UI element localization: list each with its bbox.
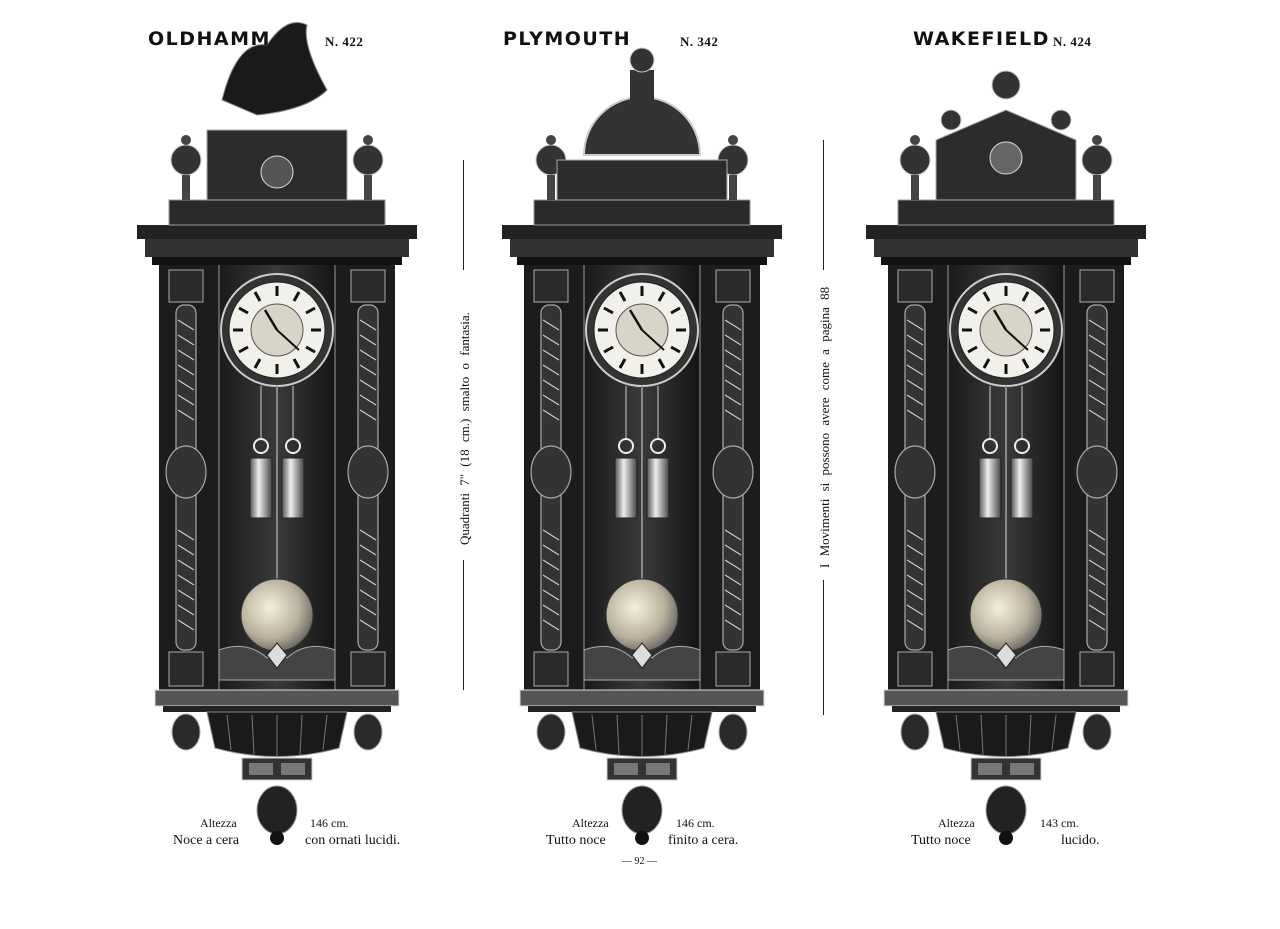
clock-oldhamm (135, 22, 419, 847)
finish-text: Tutto noce (546, 833, 606, 848)
height-value: 143 cm. (1040, 816, 1079, 830)
finish-text: lucido. (1061, 833, 1100, 848)
clock-number: N. 422 (325, 34, 364, 49)
divider (823, 140, 824, 270)
divider (463, 560, 464, 690)
divider (463, 160, 464, 270)
finish-text: finito a cera. (668, 833, 739, 848)
clock-title: OLDHAMM (148, 28, 271, 50)
height-value: 146 cm. (310, 816, 349, 830)
clock-title: WAKEFIELD (913, 28, 1050, 50)
finish-text: con ornati lucidi. (305, 833, 401, 848)
finish-text: Tutto noce (911, 833, 971, 848)
clock-title: PLYMOUTH (503, 28, 632, 50)
side-note-dials: Quadranti 7" (18 cm.) smalto o fantasia. (457, 312, 472, 545)
height-label: Altezza (938, 816, 975, 830)
page-number: — 92 — (622, 856, 657, 867)
clock-number: N. 342 (680, 34, 719, 49)
clock-plymouth (500, 47, 784, 847)
height-label: Altezza (200, 816, 237, 830)
finish-text: Noce a cera (173, 833, 240, 848)
clock-number: N. 424 (1053, 34, 1092, 49)
clock-wakefield (864, 70, 1148, 847)
side-note-movements: I Movimenti si possono avere come a pagi… (817, 286, 832, 568)
height-label: Altezza (572, 816, 609, 830)
divider (823, 580, 824, 715)
height-value: 146 cm. (676, 816, 715, 830)
